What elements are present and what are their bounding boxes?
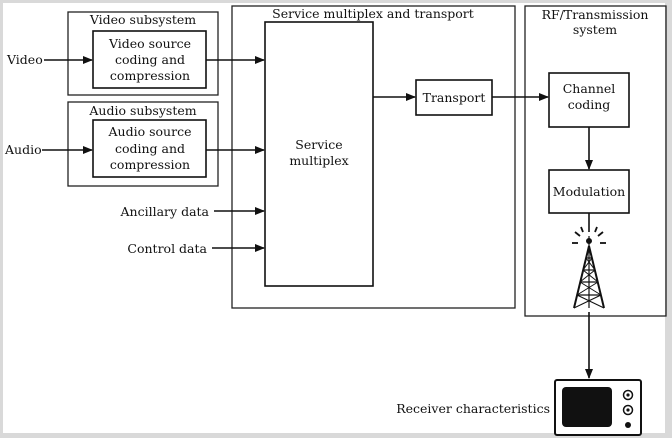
- video-input-label: Video: [7, 52, 43, 67]
- video-coding-line-1: Video source: [108, 36, 192, 51]
- antenna-tower-icon: [572, 226, 606, 309]
- video-coding-line-3: compression: [109, 68, 191, 83]
- television-receiver-icon: [554, 379, 642, 436]
- audio-subsystem-title: Audio subsystem: [89, 103, 197, 118]
- audio-coding-block: [92, 119, 207, 178]
- rf-transmission-title-line-2: system: [572, 22, 618, 37]
- service-multiplex-transport-title: Service multiplex and transport: [272, 6, 474, 21]
- modulation-label: Modulation: [552, 184, 626, 199]
- ancillary-data-label: Ancillary data: [120, 204, 209, 219]
- audio-input-label: Audio: [5, 142, 42, 157]
- audio-coding-line-3: compression: [109, 157, 191, 172]
- channel-coding-line-1: Channel: [562, 81, 616, 96]
- audio-subsystem-frame: [67, 101, 219, 187]
- control-data-label: Control data: [127, 241, 207, 256]
- service-multiplex-line-1: Service: [295, 137, 343, 152]
- paper-background: [3, 3, 665, 433]
- receiver-characteristics-label: Receiver characteristics: [396, 401, 550, 416]
- service-multiplex-block: [264, 21, 374, 287]
- rf-transmission-frame: [524, 5, 667, 317]
- transport-label: Transport: [422, 90, 486, 105]
- service-multiplex-transport-frame: [231, 5, 516, 309]
- channel-coding-line-2: coding: [567, 97, 611, 112]
- video-subsystem-title: Video subsystem: [89, 12, 197, 27]
- video-coding-line-2: coding and: [114, 52, 186, 67]
- audio-coding-line-1: Audio source: [108, 124, 192, 139]
- video-subsystem-frame: [67, 11, 219, 96]
- rf-transmission-title-line-1: RF/Transmission: [541, 7, 649, 22]
- service-multiplex-line-2: multiplex: [289, 153, 349, 168]
- audio-coding-line-2: coding and: [114, 141, 186, 156]
